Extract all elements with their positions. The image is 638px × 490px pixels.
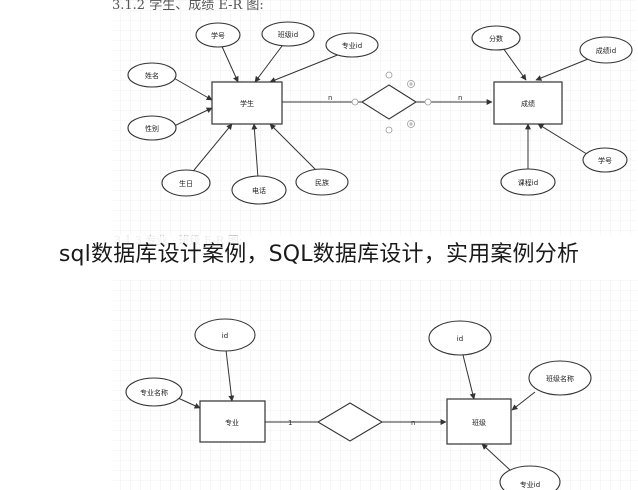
selection-handles [351, 71, 432, 134]
attr-major-id-label: 专业id [342, 41, 362, 50]
attr-score-id-label: 成绩id [596, 46, 616, 55]
attr-class-name: 班级名称 [528, 360, 592, 396]
entity-class: 班级 [446, 398, 512, 445]
attr-phone-label: 电话 [252, 186, 266, 195]
attr-major-name-label: 专业名称 [140, 388, 168, 397]
attr-class-name-label: 班级名称 [546, 374, 574, 383]
attr-score-value-label: 分数 [489, 34, 503, 43]
relationship-diamond-student-score [360, 84, 418, 120]
cardinality-major: 1 [288, 419, 292, 427]
attr-score-student-no: 学号 [582, 147, 628, 173]
cardinality-student: n [328, 94, 332, 102]
attr-phone: 电话 [231, 175, 287, 205]
entity-score: 成绩 [493, 81, 563, 125]
attr-class-id-2: id [428, 320, 492, 356]
entity-student-label: 学生 [240, 99, 254, 108]
attr-major-id: 专业id [325, 32, 379, 58]
attr-name-label: 姓名 [145, 71, 159, 80]
attr-gender: 性别 [127, 115, 177, 141]
attr-score-id: 成绩id [579, 36, 633, 64]
attr-score-value: 分数 [471, 25, 521, 51]
cardinality-score: n [458, 94, 462, 102]
attr-gender-label: 性别 [145, 124, 159, 133]
diagram1: n n 学生 成绩 学号 班级id 专业id 姓名 性别 [127, 21, 633, 205]
entity-student: 学生 [211, 81, 283, 125]
attr-major-name: 专业名称 [125, 377, 183, 407]
entity-score-label: 成绩 [521, 99, 535, 108]
overlay-headline: sql数据库设计案例，SQL数据库设计，实用案例分析 [0, 236, 638, 268]
attr-student-no-label: 学号 [211, 31, 225, 40]
attr-major-id-2-label: id [222, 332, 228, 340]
attr-class-major-id: 专业id [499, 465, 561, 490]
attr-birthday: 生日 [161, 169, 211, 197]
relationship-diamond-major-class [316, 402, 384, 442]
attr-name: 姓名 [127, 62, 177, 88]
entity-major-label: 专业 [225, 418, 239, 427]
attr-class-id-label: 班级id [278, 30, 298, 39]
attr-class-major-id-label: 专业id [520, 480, 540, 489]
attr-course-id: 课程id [500, 168, 556, 196]
diagram2: 1 n 专业 班级 id 专业名称 id 班级名称 专业id [125, 318, 592, 490]
attr-student-no: 学号 [195, 22, 241, 48]
cardinality-class: n [411, 419, 415, 427]
attr-score-student-no-label: 学号 [598, 156, 612, 165]
section-caption-top: 3.1.2 学生、成绩 E-R 图: [112, 0, 264, 13]
entity-major: 专业 [199, 400, 266, 443]
attr-major-id-2: id [194, 318, 256, 352]
attr-class-id: 班级id [261, 21, 315, 47]
attr-birthday-label: 生日 [179, 179, 193, 188]
attr-ethnicity: 民族 [295, 168, 349, 196]
entity-class-label: 班级 [472, 418, 486, 427]
attr-ethnicity-label: 民族 [315, 178, 329, 187]
attr-class-id-2-label: id [457, 335, 463, 343]
attr-course-id-label: 课程id [518, 178, 538, 187]
